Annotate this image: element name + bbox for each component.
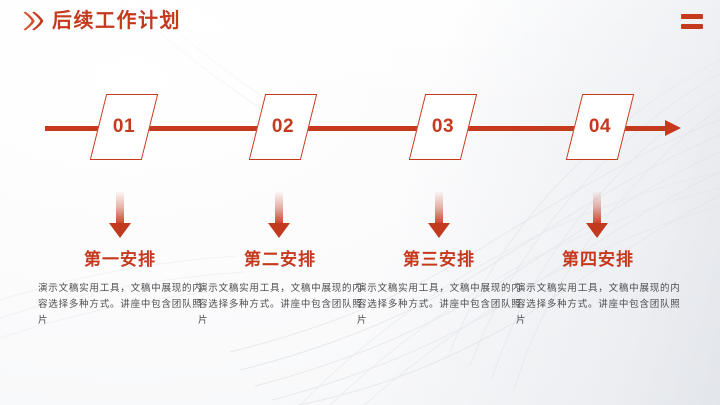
content-column-1: 第一安排 演示文稿实用工具，文稿中展现的内容选择多种方式。讲座中包含团队照片 bbox=[38, 249, 202, 329]
node-number: 03 bbox=[431, 116, 455, 137]
arrow-head bbox=[268, 223, 290, 238]
node-number: 01 bbox=[112, 116, 136, 137]
menu-bar-top bbox=[681, 14, 703, 19]
down-arrow-icon-3 bbox=[428, 192, 450, 238]
column-body-text: 演示文稿实用工具，文稿中展现的内容选择多种方式。讲座中包含团队照片 bbox=[357, 283, 521, 326]
column-heading: 第四安排 bbox=[562, 250, 634, 269]
hamburger-menu-icon[interactable] bbox=[681, 14, 703, 29]
column-heading: 第二安排 bbox=[244, 250, 316, 269]
arrow-head bbox=[586, 223, 608, 238]
content-column-3: 第三安排 演示文稿实用工具，文稿中展现的内容选择多种方式。讲座中包含团队照片 bbox=[357, 249, 521, 329]
column-heading: 第一安排 bbox=[84, 250, 156, 269]
timeline-node-3[interactable]: 03 bbox=[408, 94, 478, 160]
column-heading: 第三安排 bbox=[403, 250, 475, 269]
page-title: 后续工作计划 bbox=[52, 10, 181, 32]
timeline-node-4[interactable]: 04 bbox=[565, 94, 635, 160]
down-arrow-icon-2 bbox=[268, 192, 290, 238]
content-column-2: 第二安排 演示文稿实用工具，文稿中展现的内容选择多种方式。讲座中包含团队照片 bbox=[198, 249, 362, 329]
arrow-stem bbox=[593, 192, 601, 224]
double-chevron-right-icon bbox=[23, 11, 44, 31]
title-block: 后续工作计划 bbox=[22, 9, 181, 33]
column-body-text: 演示文稿实用工具，文稿中展现的内容选择多种方式。讲座中包含团队照片 bbox=[38, 283, 202, 326]
down-arrow-icon-1 bbox=[109, 192, 131, 238]
column-body-text: 演示文稿实用工具，文稿中展现的内容选择多种方式。讲座中包含团队照片 bbox=[198, 283, 362, 326]
timeline: 01 02 03 04 bbox=[0, 88, 720, 168]
timeline-arrow-icon bbox=[665, 120, 681, 136]
node-number: 04 bbox=[588, 116, 612, 137]
timeline-node-2[interactable]: 02 bbox=[248, 94, 318, 160]
arrow-stem bbox=[275, 192, 283, 224]
content-columns: 第一安排 演示文稿实用工具，文稿中展现的内容选择多种方式。讲座中包含团队照片 第… bbox=[0, 249, 720, 359]
down-arrow-icon-4 bbox=[586, 192, 608, 238]
menu-bar-bottom bbox=[681, 24, 703, 29]
arrow-head bbox=[428, 223, 450, 238]
node-number: 02 bbox=[271, 116, 295, 137]
slide-header: 后续工作计划 bbox=[0, 0, 720, 47]
arrow-stem bbox=[116, 192, 124, 224]
arrow-stem bbox=[435, 192, 443, 224]
timeline-node-1[interactable]: 01 bbox=[89, 94, 159, 160]
column-body-text: 演示文稿实用工具，文稿中展现的内容选择多种方式。讲座中包含团队照片 bbox=[516, 283, 680, 326]
arrow-head bbox=[109, 223, 131, 238]
timeline-line bbox=[45, 126, 670, 131]
content-column-4: 第四安排 演示文稿实用工具，文稿中展现的内容选择多种方式。讲座中包含团队照片 bbox=[516, 249, 680, 329]
